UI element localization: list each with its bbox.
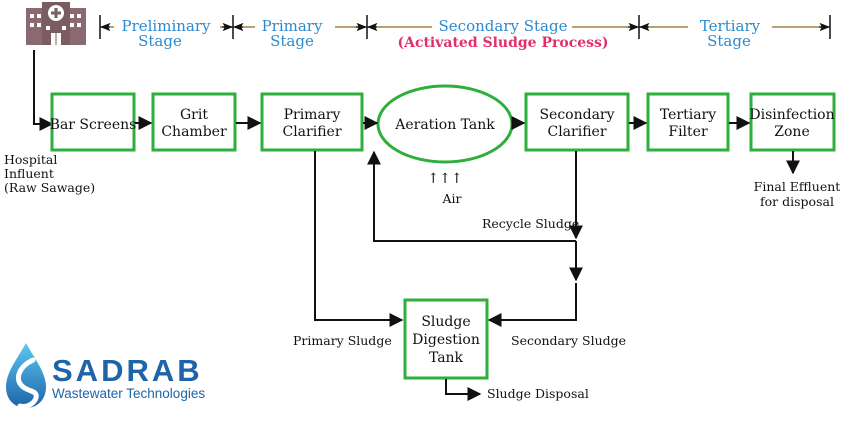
water-drop-logo-icon bbox=[6, 343, 46, 409]
svg-text:Tank: Tank bbox=[429, 350, 464, 366]
tertiary-filter-box: Tertiary Filter bbox=[646, 92, 730, 152]
stage-label-tertiary: Tertiary Stage bbox=[688, 17, 772, 50]
hospital-icon bbox=[26, 2, 86, 45]
aeration-tank-ellipse: Aeration Tank bbox=[376, 84, 514, 164]
disinfection-zone-box: Disinfection Zone bbox=[749, 92, 836, 152]
svg-text:Stage: Stage bbox=[707, 32, 751, 50]
svg-text:↑↑↑: ↑↑↑ bbox=[427, 171, 462, 187]
brand-name: SADRAB bbox=[52, 353, 203, 388]
stage-label-preliminary: Preliminary Stage bbox=[114, 17, 220, 50]
brand-tagline: Wastewater Technologies bbox=[52, 386, 205, 401]
svg-text:Secondary Stage: Secondary Stage bbox=[439, 17, 568, 35]
stage-label-primary: Primary Stage bbox=[255, 17, 335, 50]
svg-text:Air: Air bbox=[441, 191, 461, 206]
svg-text:Zone: Zone bbox=[774, 124, 809, 140]
svg-text:Preliminary: Preliminary bbox=[121, 17, 211, 35]
svg-text:Stage: Stage bbox=[138, 32, 182, 50]
svg-text:Stage: Stage bbox=[270, 32, 314, 50]
svg-text:Primary: Primary bbox=[284, 107, 341, 123]
secondary-clarifier-box: Secondary Clarifier bbox=[524, 92, 630, 152]
sludge-digestion-tank-box: Sludge Digestion Tank bbox=[403, 298, 489, 380]
svg-text:Disinfection: Disinfection bbox=[749, 107, 834, 123]
svg-text:for disposal: for disposal bbox=[760, 194, 834, 209]
svg-text:Aeration Tank: Aeration Tank bbox=[394, 117, 495, 133]
air-input: ↑↑↑ Air bbox=[427, 171, 462, 206]
grit-chamber-box: Grit Chamber bbox=[151, 92, 237, 152]
svg-text:Sludge: Sludge bbox=[421, 314, 470, 330]
svg-text:(Activated Sludge Process): (Activated Sludge Process) bbox=[397, 35, 608, 51]
sludge-disposal-label: Sludge Disposal bbox=[487, 386, 589, 401]
svg-text:Chamber: Chamber bbox=[161, 124, 227, 140]
primary-sludge-line bbox=[314, 151, 404, 327]
influent-label: Hospital Influent (Raw Sawage) bbox=[4, 152, 95, 195]
svg-text:Influent: Influent bbox=[4, 166, 54, 181]
svg-text:Digestion: Digestion bbox=[412, 332, 480, 348]
recycle-sludge-line bbox=[367, 150, 583, 282]
secondary-sludge-label: Secondary Sludge bbox=[511, 333, 626, 348]
influent-connector bbox=[33, 50, 54, 131]
svg-text:Bar Screens: Bar Screens bbox=[50, 117, 137, 133]
svg-text:Tertiary: Tertiary bbox=[700, 17, 761, 35]
main-flow-arrows bbox=[135, 116, 800, 175]
bar-screens-box: Bar Screens bbox=[50, 92, 137, 152]
svg-text:Hospital: Hospital bbox=[4, 152, 57, 167]
recycle-sludge-label: Recycle Sludge bbox=[482, 216, 579, 231]
primary-clarifier-box: Primary Clarifier bbox=[260, 92, 364, 152]
svg-text:Clarifier: Clarifier bbox=[282, 124, 341, 140]
secondary-sludge-line bbox=[487, 283, 577, 327]
svg-text:Primary: Primary bbox=[262, 17, 323, 35]
primary-sludge-label: Primary Sludge bbox=[293, 333, 392, 348]
svg-text:Clarifier: Clarifier bbox=[547, 124, 606, 140]
stage-label-secondary: Secondary Stage (Activated Sludge Proces… bbox=[397, 17, 609, 51]
svg-text:Tertiary: Tertiary bbox=[660, 107, 716, 123]
svg-text:Final Effluent: Final Effluent bbox=[754, 179, 841, 194]
svg-text:Secondary: Secondary bbox=[539, 107, 614, 123]
svg-text:Filter: Filter bbox=[668, 124, 708, 140]
final-effluent-label: Final Effluent for disposal bbox=[754, 179, 841, 209]
sludge-disposal-line bbox=[445, 379, 482, 401]
svg-text:Grit: Grit bbox=[180, 107, 208, 123]
svg-text:(Raw Sawage): (Raw Sawage) bbox=[4, 180, 95, 195]
